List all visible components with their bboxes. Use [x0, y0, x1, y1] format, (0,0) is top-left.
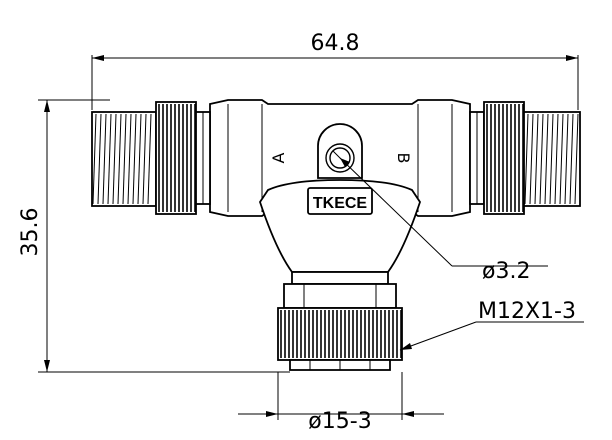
thread-line — [529, 113, 534, 205]
port-label-a: A — [269, 152, 288, 163]
thread-line — [132, 113, 137, 205]
thread-line — [107, 113, 112, 205]
thread-line — [554, 113, 559, 205]
height-dimension-label: 35.6 — [18, 208, 43, 257]
thread-line — [142, 113, 147, 205]
connector-housing: TKECE A B — [209, 99, 471, 285]
thread-line — [97, 113, 102, 205]
thread-line — [137, 113, 142, 205]
length-dimension-label: 64.8 — [311, 31, 360, 56]
thread-line — [564, 113, 569, 205]
thread-line — [539, 113, 544, 205]
thread-line — [544, 113, 549, 205]
thread-line — [559, 113, 564, 205]
thread-line — [569, 113, 574, 205]
port-label-b: B — [394, 153, 413, 164]
thread-line — [122, 113, 127, 205]
length-dimension: 64.8 — [91, 31, 579, 110]
thread-line — [534, 113, 539, 205]
brand-logo: TKECE — [313, 195, 368, 212]
thread-line — [102, 113, 107, 205]
hole-diameter-label: ø3.2 — [482, 259, 530, 284]
thread-spec-callout: M12X1-3 — [399, 299, 584, 351]
bottom-coupling-nut — [277, 283, 403, 371]
thread-line — [112, 113, 117, 205]
height-dimension: 35.6 — [18, 99, 290, 373]
right-threaded-port — [469, 101, 581, 215]
left-threaded-port — [91, 101, 211, 215]
thread-line — [549, 113, 554, 205]
thread-line — [92, 113, 97, 205]
thread-line — [127, 113, 132, 205]
thread-line — [117, 113, 122, 205]
thread-line — [524, 113, 529, 205]
hole-diameter-callout: ø3.2 — [339, 157, 548, 284]
thread-spec-label: M12X1-3 — [478, 299, 576, 324]
bottom-diameter-label: ø15-3 — [308, 409, 371, 434]
bottom-diameter-dimension: ø15-3 — [238, 372, 444, 434]
thread-line — [147, 113, 152, 205]
thread-line — [574, 113, 579, 205]
